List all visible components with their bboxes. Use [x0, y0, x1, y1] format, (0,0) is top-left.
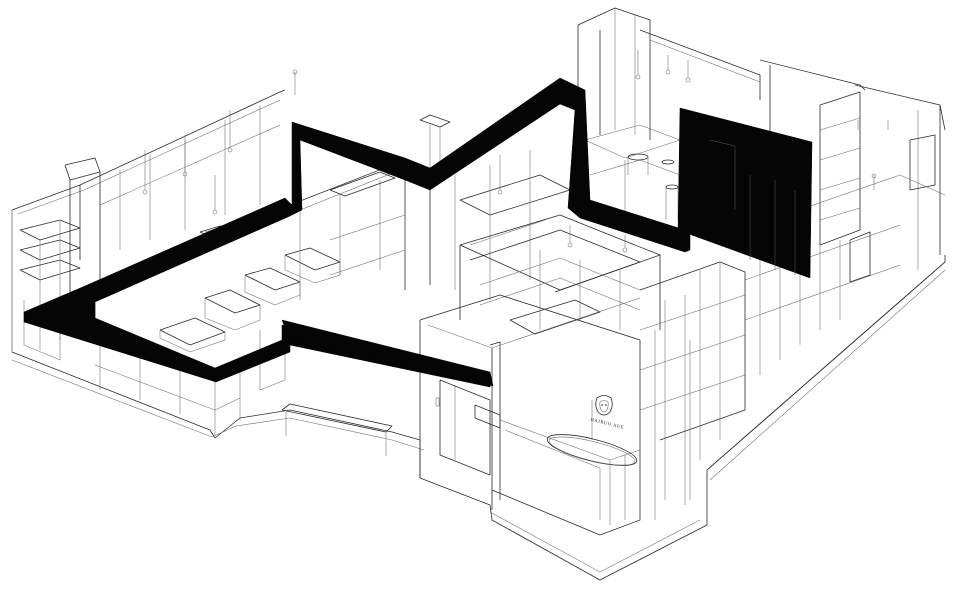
center-corridor-structure — [289, 69, 571, 300]
black-accent-wall — [677, 107, 813, 279]
center-room-structure — [459, 214, 746, 520]
back-rooms-structure — [577, 7, 946, 375]
brand-sign: HAIRUO XUE · · · · · · · — [590, 395, 625, 432]
lobby-structure — [419, 294, 641, 536]
brand-tagline: · · · · · · · — [594, 425, 609, 432]
lion-crest-icon — [595, 395, 613, 416]
black-ceiling-beam — [23, 77, 691, 388]
